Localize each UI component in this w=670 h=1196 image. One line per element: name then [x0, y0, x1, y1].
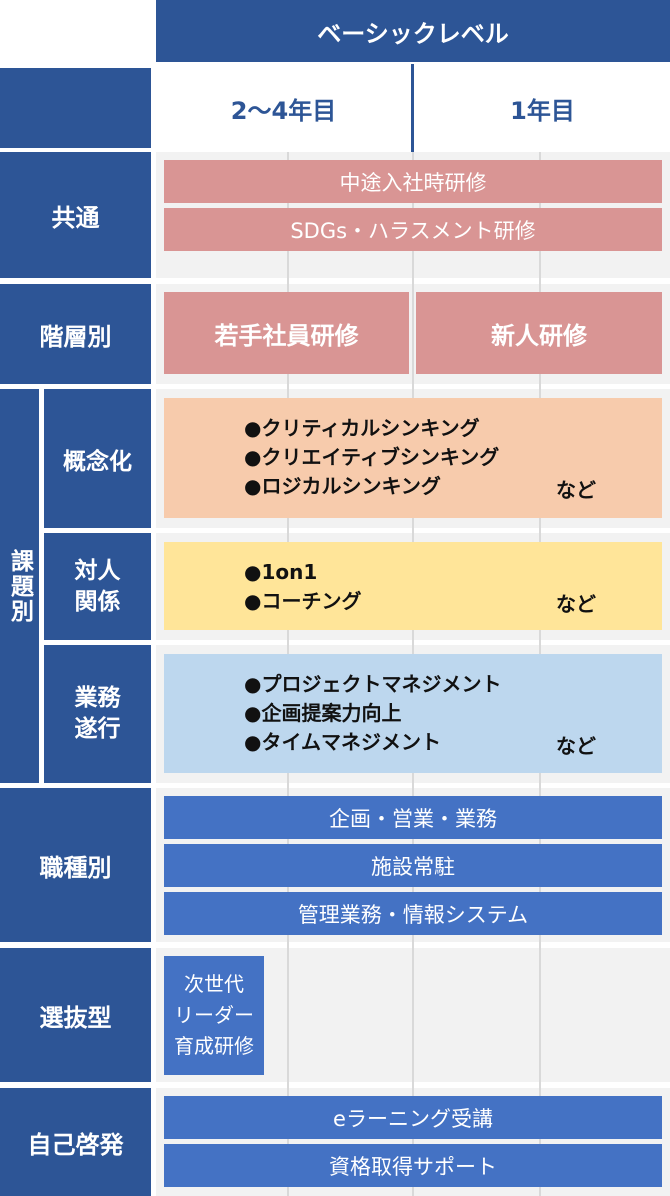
row-label-hierarchy-text: 階層別 [39, 322, 112, 351]
row-label-concept-text: 概念化 [63, 448, 132, 475]
job-type-bar-1-text: 企画・営業・業務 [329, 806, 497, 831]
self-bar-2-text: 資格取得サポート [329, 1154, 497, 1179]
row-label-interpersonal-line1: 対人 [74, 557, 121, 584]
business-item-2: ●企画提案力向上 [244, 701, 402, 725]
row-label-topic-text: 課題別 [6, 548, 33, 624]
hierarchy-right-bar: 新人研修 [416, 292, 662, 374]
hierarchy-left-text: 若手社員研修 [214, 321, 359, 350]
column-right-label: 1年目 [510, 96, 575, 125]
interpersonal-box: ●1on1 ●コーチング など [164, 542, 662, 630]
job-type-bar-2: 施設常駐 [164, 844, 662, 887]
common-bar-2: SDGs・ハラスメント研修 [164, 208, 662, 251]
concept-items: ●クリティカルシンキング ●クリエイティブシンキング ●ロジカルシンキング [244, 414, 574, 501]
job-type-bar-2-text: 施設常駐 [371, 854, 455, 879]
concept-etc: など [556, 478, 596, 502]
row-label-self-text: 自己啓発 [27, 1130, 124, 1159]
row-label-business-line1: 業務 [74, 685, 121, 711]
interpersonal-item-2: ●コーチング [244, 589, 362, 613]
interpersonal-etc: など [556, 592, 596, 616]
corner-cell [0, 68, 151, 148]
column-divider [411, 64, 414, 152]
column-left-label: 2〜4年目 [230, 96, 337, 125]
level-header: ベーシックレベル [156, 0, 670, 62]
hierarchy-right-text: 新人研修 [491, 321, 587, 350]
column-left-header: 2〜4年目 [156, 68, 411, 148]
concept-item-1: ●クリティカルシンキング [244, 416, 480, 440]
common-bar-1-text: 中途入社時研修 [339, 170, 487, 195]
interpersonal-item-1: ●1on1 [244, 560, 318, 584]
business-item-1: ●プロジェクトマネジメント [244, 672, 502, 696]
self-bar-2: 資格取得サポート [164, 1144, 662, 1187]
concept-item-2: ●クリエイティブシンキング [244, 445, 500, 469]
concept-box: ●クリティカルシンキング ●クリエイティブシンキング ●ロジカルシンキング など [164, 398, 662, 518]
row-label-business: 業務 遂行 [44, 645, 151, 783]
row-label-interpersonal: 対人 関係 [44, 533, 151, 640]
business-box: ●プロジェクトマネジメント ●企画提案力向上 ●タイムマネジメント など [164, 654, 662, 773]
selection-box: 次世代 リーダー 育成研修 [164, 956, 264, 1075]
concept-item-3: ●ロジカルシンキング [244, 474, 441, 498]
row-label-selection: 選抜型 [0, 948, 151, 1082]
row-label-common-text: 共通 [51, 203, 100, 232]
row-label-interpersonal-line2: 関係 [74, 588, 121, 615]
row-label-common: 共通 [0, 152, 151, 278]
job-type-bar-1: 企画・営業・業務 [164, 796, 662, 839]
selection-line-3: 育成研修 [174, 1034, 254, 1058]
row-label-business-line2: 遂行 [74, 716, 121, 742]
business-items: ●プロジェクトマネジメント ●企画提案力向上 ●タイムマネジメント [244, 670, 574, 757]
row-label-topic: 課題別 [0, 389, 39, 783]
row-label-selection-text: 選抜型 [39, 1003, 112, 1032]
self-bar-1-text: eラーニング受講 [333, 1106, 493, 1131]
job-type-bar-3: 管理業務・情報システム [164, 892, 662, 935]
selection-line-1: 次世代 [184, 972, 244, 996]
interpersonal-items: ●1on1 ●コーチング [244, 558, 544, 616]
row-label-concept: 概念化 [44, 389, 151, 528]
row-label-job-type-text: 職種別 [39, 853, 112, 882]
business-etc: など [556, 734, 596, 758]
self-bar-1: eラーニング受講 [164, 1096, 662, 1139]
column-right-header: 1年目 [415, 68, 670, 148]
job-type-bar-3-text: 管理業務・情報システム [297, 902, 529, 927]
common-bar-1: 中途入社時研修 [164, 160, 662, 203]
common-bar-2-text: SDGs・ハラスメント研修 [290, 218, 536, 243]
selection-line-2: リーダー [174, 1003, 254, 1027]
business-item-3: ●タイムマネジメント [244, 730, 442, 754]
level-title: ベーシックレベル [317, 19, 509, 48]
hierarchy-left-bar: 若手社員研修 [164, 292, 409, 374]
row-label-job-type: 職種別 [0, 788, 151, 942]
row-label-hierarchy: 階層別 [0, 284, 151, 384]
row-label-self: 自己啓発 [0, 1088, 151, 1196]
